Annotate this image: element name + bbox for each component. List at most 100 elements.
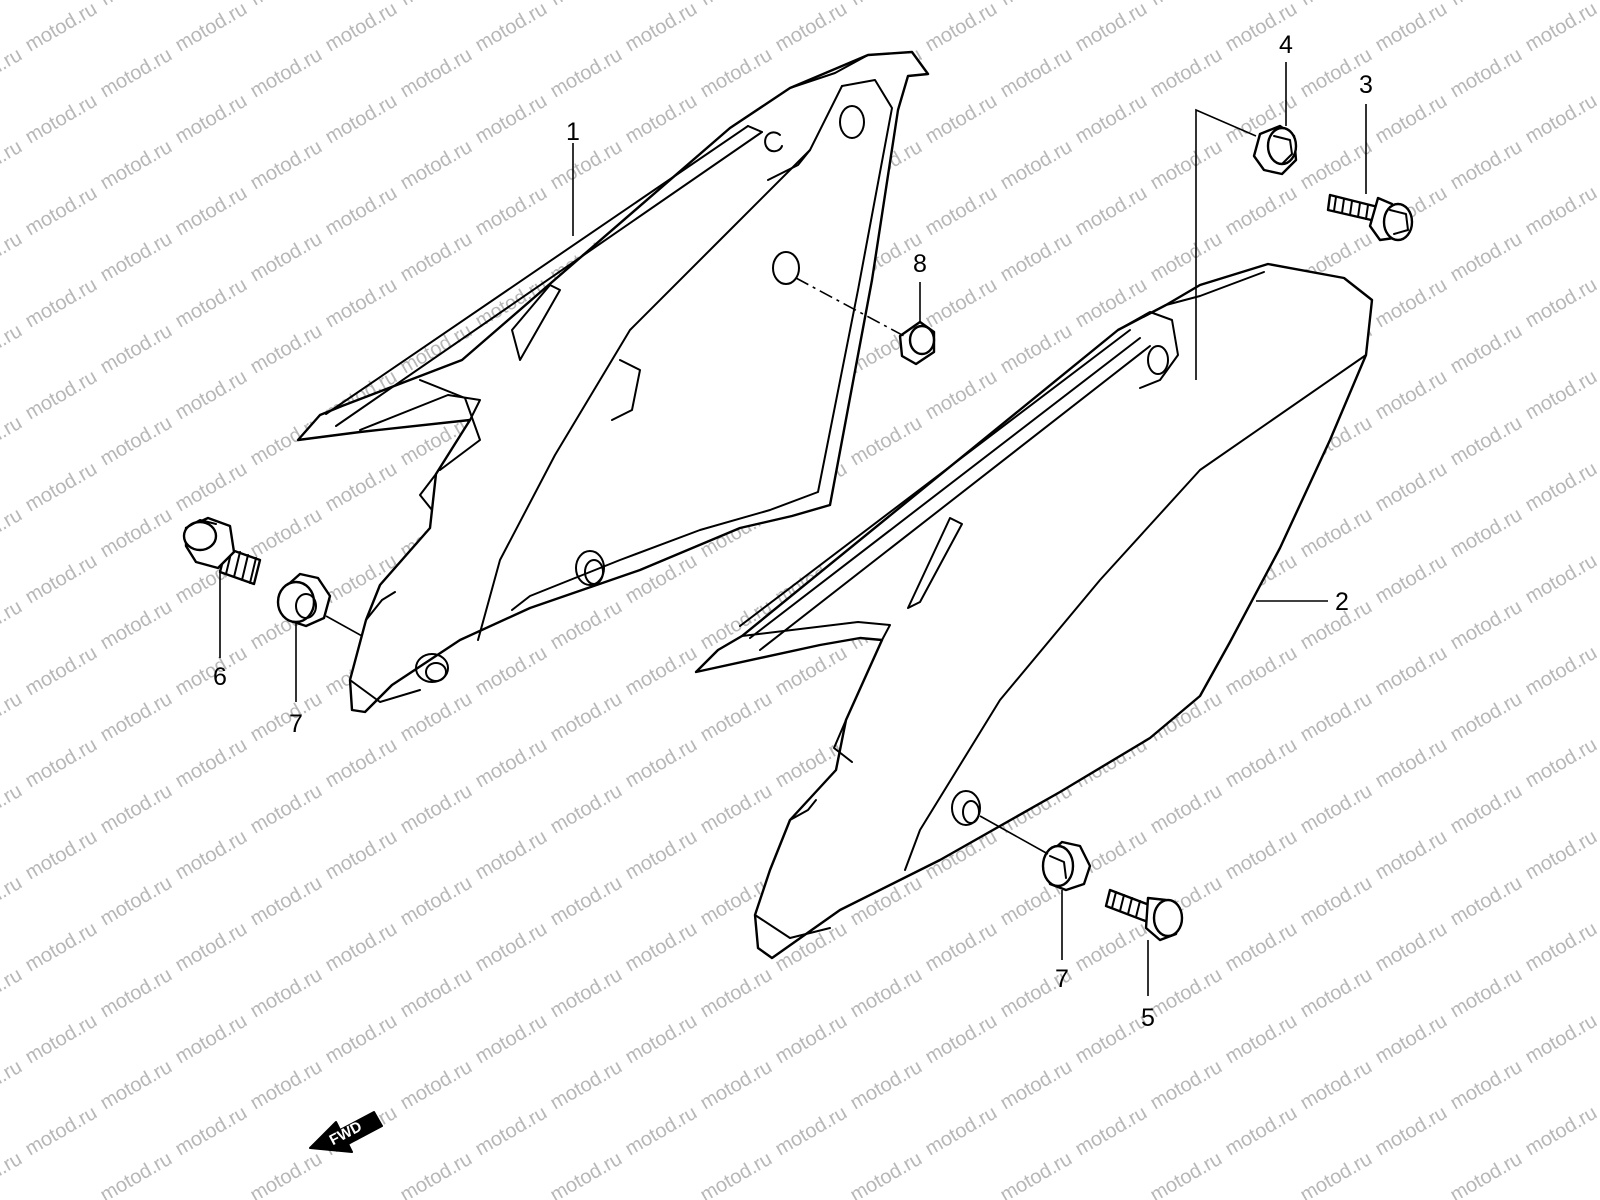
watermark-text: motod.ru (397, 964, 476, 1023)
watermark-text: motod.ru (1447, 596, 1526, 655)
watermark-text: motod.ru (172, 734, 251, 793)
watermark-text: motod.ru (1447, 44, 1526, 103)
watermark-text: motod.ru (22, 182, 101, 241)
watermark-text: motod.ru (1297, 780, 1376, 839)
watermark-text: motod.ru (1447, 228, 1526, 287)
watermark-text: motod.ru (997, 228, 1076, 287)
watermark-text: motod.ru (322, 1194, 401, 1200)
watermark-text: motod.ru (622, 1010, 701, 1069)
watermark-text: motod.ru (1597, 136, 1600, 195)
callout-8: 8 (913, 250, 927, 278)
callout-2: 2 (1335, 588, 1349, 616)
watermark-text: motod.ru (847, 412, 926, 471)
watermark-text: motod.ru (172, 642, 251, 701)
watermark-text: motod.ru (1372, 826, 1451, 885)
watermark-text: motod.ru (472, 1102, 551, 1161)
watermark-text: motod.ru (847, 1056, 926, 1115)
watermark-text: motod.ru (322, 826, 401, 885)
watermark-text: motod.ru (622, 734, 701, 793)
watermark-text: motod.ru (922, 918, 1001, 977)
watermark-text: motod.ru (922, 1194, 1001, 1200)
watermark-text: motod.ru (1222, 182, 1301, 241)
watermark-text: motod.ru (172, 182, 251, 241)
watermark-text: motod.ru (97, 964, 176, 1023)
watermark-text: motod.ru (172, 1102, 251, 1161)
watermark-text: motod.ru (397, 1148, 476, 1200)
watermark-text: motod.ru (322, 274, 401, 333)
watermark-text: motod.ru (97, 1056, 176, 1115)
watermark-text: motod.ru (247, 1148, 326, 1200)
watermark-text: motod.ru (22, 1194, 101, 1200)
watermark-text: motod.ru (922, 0, 1001, 56)
watermark-text: motod.ru (922, 90, 1001, 149)
watermark-text: motod.ru (1297, 1148, 1376, 1200)
watermark-text: motod.ru (1597, 1148, 1600, 1200)
watermark-text: motod.ru (472, 0, 551, 56)
watermark-text: motod.ru (322, 0, 401, 56)
watermark-text: motod.ru (997, 1148, 1076, 1200)
watermark-text: motod.ru (397, 872, 476, 931)
bolt-6 (182, 516, 262, 586)
watermark-text: motod.ru (22, 918, 101, 977)
watermark-text: motod.ru (697, 1148, 776, 1200)
watermark-text: motod.ru (0, 1148, 26, 1200)
watermark-text: motod.ru (1222, 642, 1301, 701)
watermark-text: motod.ru (1147, 228, 1226, 287)
watermark-text: motod.ru (22, 642, 101, 701)
watermark-text: motod.ru (1072, 1010, 1151, 1069)
watermark-text: motod.ru (922, 1010, 1001, 1069)
watermark-text: motod.ru (772, 1102, 851, 1161)
watermark-text: motod.ru (1297, 688, 1376, 747)
watermark-text: motod.ru (1522, 274, 1600, 333)
watermark-text: motod.ru (247, 136, 326, 195)
watermark-text: motod.ru (172, 0, 251, 56)
watermark-text: motod.ru (1372, 918, 1451, 977)
watermark-text: motod.ru (547, 0, 626, 10)
watermark-text: motod.ru (1147, 1148, 1226, 1200)
watermark-text: motod.ru (97, 136, 176, 195)
watermark-text: motod.ru (1147, 44, 1226, 103)
watermark-text: motod.ru (1447, 412, 1526, 471)
watermark-text: motod.ru (1522, 458, 1600, 517)
watermark-text: motod.ru (247, 1056, 326, 1115)
watermark-text: motod.ru (1297, 872, 1376, 931)
watermark-text: motod.ru (247, 872, 326, 931)
watermark-text: motod.ru (22, 550, 101, 609)
watermark-text: motod.ru (0, 964, 26, 1023)
watermark-text: motod.ru (1522, 1010, 1600, 1069)
watermark-text: motod.ru (397, 136, 476, 195)
watermark-text: motod.ru (697, 44, 776, 103)
watermark-text: motod.ru (1522, 182, 1600, 241)
watermark-text: motod.ru (547, 964, 626, 1023)
watermark-text: motod.ru (1522, 826, 1600, 885)
watermark-text: motod.ru (97, 596, 176, 655)
watermark-text: motod.ru (0, 136, 26, 195)
watermark-text: motod.ru (547, 688, 626, 747)
watermark-text: motod.ru (0, 504, 26, 563)
watermark-text: motod.ru (622, 642, 701, 701)
watermark-text: motod.ru (97, 688, 176, 747)
watermark-text: motod.ru (322, 734, 401, 793)
watermark-text: motod.ru (322, 90, 401, 149)
watermark-text: motod.ru (0, 320, 26, 379)
watermark-text: motod.ru (0, 596, 26, 655)
watermark-text: motod.ru (397, 0, 476, 10)
watermark-text: motod.ru (547, 136, 626, 195)
watermark-text: motod.ru (1597, 964, 1600, 1023)
watermark-text: motod.ru (1372, 734, 1451, 793)
watermark-text: motod.ru (997, 44, 1076, 103)
watermark-text: motod.ru (1297, 136, 1376, 195)
watermark-text: motod.ru (247, 780, 326, 839)
watermark-text: motod.ru (247, 44, 326, 103)
part-2-side-cover (694, 262, 1374, 960)
part-1-frame-cover (296, 50, 930, 714)
watermark-text: motod.ru (472, 1194, 551, 1200)
watermark-text: motod.ru (247, 504, 326, 563)
watermark-text: motod.ru (472, 642, 551, 701)
forward-arrow: FWD (309, 1111, 383, 1153)
watermark-text: motod.ru (772, 1010, 851, 1069)
watermark-text: motod.ru (1447, 688, 1526, 747)
collar-7-left (276, 572, 332, 628)
watermark-text: motod.ru (622, 1194, 701, 1200)
watermark-text: motod.ru (1372, 550, 1451, 609)
